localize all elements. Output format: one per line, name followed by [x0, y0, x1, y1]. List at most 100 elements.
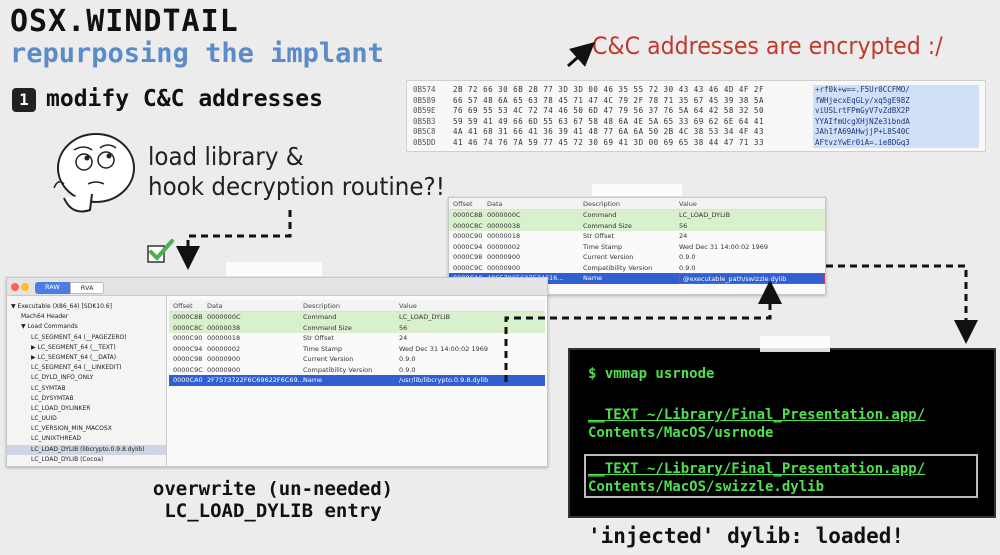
- cell-value: 0.9.0: [679, 253, 696, 261]
- cell-data: 00000002: [487, 242, 521, 251]
- arrow-hook-to-window: [176, 210, 292, 270]
- window-toolbar: RAW RVA: [7, 278, 547, 296]
- tree-item[interactable]: ▼ Executable (X86_64) [SDK10.6]: [11, 303, 112, 310]
- column-header-description[interactable]: Description: [303, 302, 341, 310]
- injected-caption: 'injected' dylib: loaded!: [588, 524, 905, 548]
- hex-row: 0B5C8 4A 41 68 31 66 41 36 39 41 48 77 6…: [413, 127, 979, 138]
- cell-description: Time Stamp: [303, 344, 343, 353]
- cell-offset: 0000C98: [173, 355, 203, 363]
- vmmap-line: __TEXT ~/Library/Final_Presentation.app/: [588, 461, 926, 477]
- table-row[interactable]: 0000C8B 0000000C Command LC_LOAD_DYLIB: [449, 210, 825, 221]
- hex-offset: 0B589: [413, 95, 436, 105]
- cell-data: 00000038: [487, 221, 521, 230]
- cell-data: 00000900: [207, 365, 241, 374]
- column-header-offset[interactable]: Offset: [453, 200, 473, 208]
- table-row[interactable]: 0000C94 00000002 Time Stamp Wed Dec 31 1…: [169, 344, 545, 355]
- cell-value-dylib-path: @executable_path/swizzle.dylib: [679, 273, 825, 284]
- cell-description: Command Size: [303, 323, 352, 332]
- cell-description: Compatibility Version: [303, 365, 373, 374]
- cell-description: Command: [583, 211, 617, 219]
- view-mode-segmented-control: RAW RVA: [35, 282, 105, 294]
- table-row[interactable]: 0000C8B 0000000C Command LC_LOAD_DYLIB: [169, 312, 545, 323]
- cell-value: /usr/lib/libcrypto.0.9.8.dylib: [399, 376, 489, 384]
- overwrite-caption-line-2: LC_LOAD_DYLIB entry: [164, 500, 382, 522]
- hex-row: 0B5DD 41 46 74 76 7A 59 77 45 72 30 69 4…: [413, 137, 979, 148]
- column-header-data[interactable]: Data: [487, 200, 503, 208]
- terminal-command: $ vmmap usrnode: [588, 366, 715, 382]
- table-row[interactable]: 0000C8C 00000038 Command Size 56: [449, 220, 825, 231]
- cell-offset: 0000CA0: [173, 376, 203, 384]
- cell-value: 56: [679, 221, 688, 230]
- hex-bytes: 59 59 41 49 66 6D 55 63 67 58 48 6A 4E 5…: [453, 116, 764, 126]
- cell-data: 00000038: [207, 323, 241, 332]
- hex-ascii: JAh1fA69AHwjjP+L8S40C: [813, 127, 979, 138]
- table-row[interactable]: 0000C8C 00000038 Command Size 56: [169, 322, 545, 333]
- table-header: Offset Data Description Value: [449, 198, 825, 210]
- tape-strip: [226, 262, 322, 276]
- arrow-table-to-top-window: [504, 280, 782, 382]
- column-header-value[interactable]: Value: [679, 200, 697, 208]
- table-row[interactable]: 0000C90 00000018 Str Offset 24: [169, 333, 545, 344]
- tree-item[interactable]: LC_SEGMENT_64 (__PAGEZERO): [31, 333, 127, 341]
- cell-offset: 0000C8B: [173, 313, 203, 321]
- table-row[interactable]: 0000C98 00000900 Current Version 0.9.0: [169, 354, 545, 365]
- column-header-data[interactable]: Data: [207, 302, 223, 310]
- tree-item[interactable]: LC_DYLD_INFO_ONLY: [31, 374, 94, 382]
- hex-ascii: AFtvzYwEr0iA=.ie8DGq3: [813, 137, 979, 148]
- step-number-badge: 1: [12, 88, 36, 112]
- rva-mode-button[interactable]: RVA: [69, 282, 105, 294]
- tree-item[interactable]: LC_UNIXTHREAD: [31, 435, 82, 443]
- cell-data: 0000000C: [487, 211, 521, 219]
- tree-item[interactable]: ▶ LC_SEGMENT_64 (__DATA): [31, 353, 117, 361]
- slide-title: OSX.WINDTAIL: [10, 4, 239, 39]
- tree-item[interactable]: ▼ Load Commands: [21, 323, 78, 331]
- table-row[interactable]: 0000C9C 00000900 Compatibility Version 0…: [169, 365, 545, 376]
- tree-item[interactable]: LC_VERSION_MIN_MACOSX: [31, 425, 112, 433]
- tree-item[interactable]: LC_UUID: [31, 415, 57, 423]
- hex-row: 0B5B3 59 59 41 49 66 6D 55 63 67 58 48 6…: [413, 116, 979, 127]
- minimize-window-button[interactable]: [21, 283, 29, 291]
- column-header-offset[interactable]: Offset: [173, 302, 193, 310]
- load-command-tree: ▼ Executable (X86_64) [SDK10.6] Mach64 He…: [7, 296, 167, 466]
- cell-description: Command: [303, 313, 337, 321]
- cell-description: Str Offset: [303, 334, 334, 342]
- table-row-selected[interactable]: 0000CA0 2F7573722F6C69622F6C69... Name /…: [169, 375, 545, 386]
- raw-mode-button[interactable]: RAW: [35, 282, 70, 294]
- cell-data: 00000900: [487, 253, 521, 261]
- table-row[interactable]: 0000C90 00000018 Str Offset 24: [449, 231, 825, 242]
- cell-value: LC_LOAD_DYLIB: [679, 211, 731, 219]
- hand-note-line-1: load library &: [148, 142, 304, 171]
- cc-encrypted-note: C&C addresses are encrypted :/: [592, 32, 943, 60]
- table-row[interactable]: 0000C94 00000002 Time Stamp Wed Dec 31 1…: [449, 242, 825, 253]
- tree-item[interactable]: LC_SEGMENT_64 (__LINKEDIT): [31, 364, 122, 372]
- table-row[interactable]: 0000C98 00000900 Current Version 0.9.0: [449, 252, 825, 263]
- cell-description: Str Offset: [583, 232, 614, 240]
- checkmark-icon: [147, 239, 174, 263]
- thinking-face-icon: [53, 133, 135, 213]
- arrow-to-hex-dump: [567, 42, 595, 68]
- tree-item[interactable]: ▶ LC_SEGMENT_64 (__TEXT): [31, 343, 116, 351]
- hex-row: 0B589 66 57 48 6A 65 63 78 45 71 47 4C 7…: [413, 95, 979, 106]
- column-header-description[interactable]: Description: [583, 200, 621, 208]
- hex-bytes: 2B 72 66 30 6B 2B 77 3D 3D 00 46 35 55 7…: [453, 85, 764, 94]
- overwrite-caption-line-1: overwrite (un-needed): [152, 478, 394, 500]
- tree-item[interactable]: LC_LOAD_DYLINKER: [31, 404, 91, 412]
- column-header-value[interactable]: Value: [399, 302, 417, 310]
- cell-value: 24: [679, 232, 688, 240]
- macho-viewer-window: RAW RVA ▼ Executable (X86_64) [SDK10.6] M…: [6, 277, 548, 467]
- tree-item[interactable]: LC_SYMTAB: [31, 384, 66, 392]
- table-row[interactable]: 0000C9C 00000900 Compatibility Version 0…: [449, 263, 825, 274]
- tree-item[interactable]: LC_LOAD_DYLIB (Cocoa): [31, 455, 104, 463]
- hex-bytes: 41 46 74 76 7A 59 77 45 72 30 69 41 3D 0…: [453, 137, 764, 147]
- cell-offset: 0000C8C: [453, 221, 483, 230]
- close-window-button[interactable]: [11, 283, 19, 291]
- tape-strip: [760, 336, 830, 352]
- hex-offset: 0B5C8: [413, 127, 436, 136]
- cell-offset: 0000C9C: [173, 365, 203, 374]
- tree-item[interactable]: LC_DYSYMTAB: [31, 394, 74, 402]
- tree-item[interactable]: Mach64 Header: [21, 313, 69, 321]
- tree-item[interactable]: LC_LOAD_DYLIB (libcrypto.0.9.8.dylib): [7, 444, 166, 455]
- cell-offset: 0000C98: [453, 253, 483, 261]
- injected-dylib-highlight: [584, 454, 978, 498]
- cell-value: 0.9.0: [399, 355, 416, 363]
